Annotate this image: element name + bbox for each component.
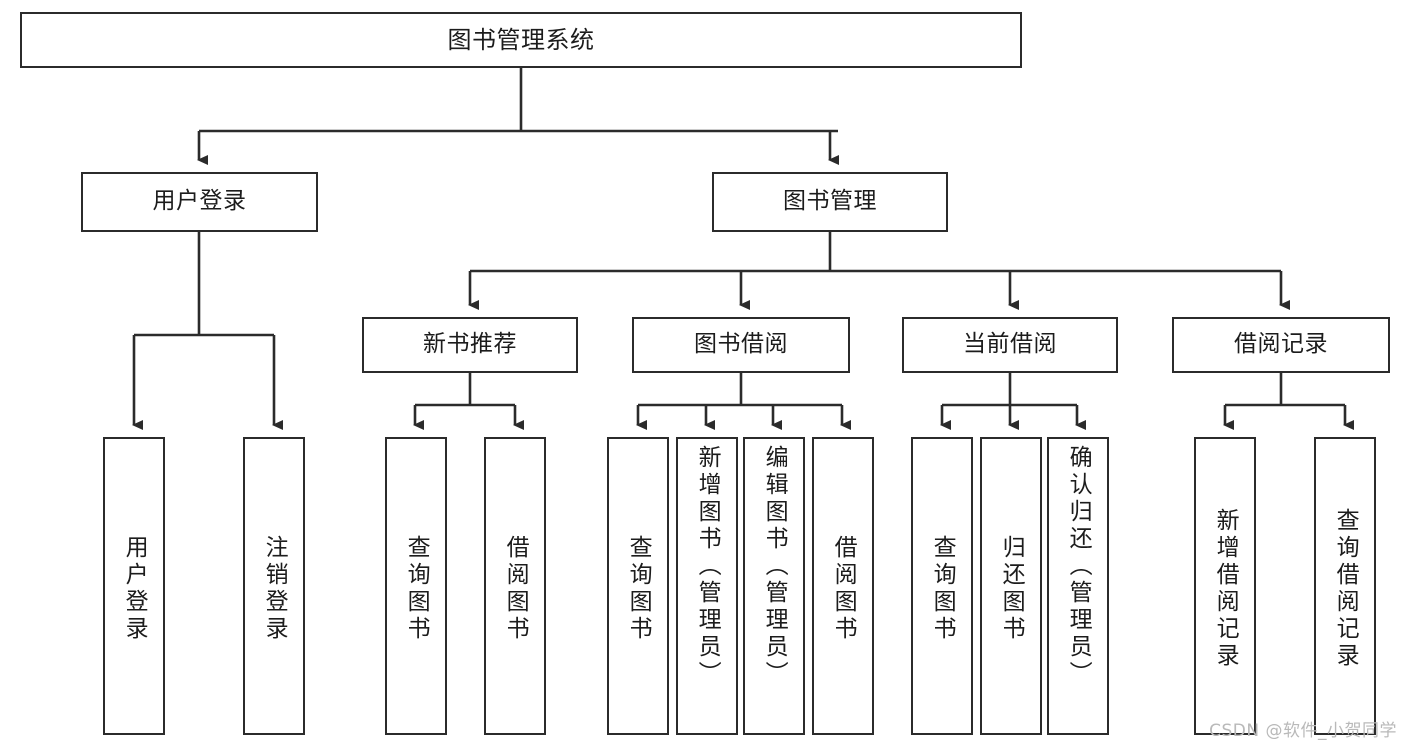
leaf-current-borrow-return[interactable]: 归还图书 xyxy=(980,437,1042,735)
node-label: 新增图书（管理员） xyxy=(694,445,721,688)
node-label: 查询图书 xyxy=(929,535,956,643)
node-borrow-record[interactable]: 借阅记录 xyxy=(1172,317,1390,373)
node-label: 查询借阅记录 xyxy=(1332,508,1359,670)
leaf-user-login-login[interactable]: 用户登录 xyxy=(103,437,165,735)
watermark: CSDN @软件_小贺同学 xyxy=(1209,721,1397,741)
leaf-borrow-record-add[interactable]: 新增借阅记录 xyxy=(1194,437,1256,735)
node-user-login[interactable]: 用户登录 xyxy=(81,172,318,232)
node-book-borrow[interactable]: 图书借阅 xyxy=(632,317,850,373)
leaf-current-borrow-query[interactable]: 查询图书 xyxy=(911,437,973,735)
node-label: 借阅图书 xyxy=(830,535,857,643)
node-label: 用户登录 xyxy=(152,188,247,215)
leaf-book-borrow-add[interactable]: 新增图书（管理员） xyxy=(676,437,738,735)
node-label: 查询图书 xyxy=(403,535,430,643)
node-label: 当前借阅 xyxy=(963,331,1057,358)
node-label: 借阅记录 xyxy=(1234,331,1328,358)
node-label: 用户登录 xyxy=(121,535,148,643)
leaf-book-borrow-edit[interactable]: 编辑图书（管理员） xyxy=(743,437,805,735)
node-current-borrow[interactable]: 当前借阅 xyxy=(902,317,1118,373)
node-label: 新增借阅记录 xyxy=(1212,508,1239,670)
node-label: 注销登录 xyxy=(261,535,288,643)
node-label: 编辑图书（管理员） xyxy=(761,445,788,688)
leaf-book-borrow-borrow[interactable]: 借阅图书 xyxy=(812,437,874,735)
node-new-book-recommend[interactable]: 新书推荐 xyxy=(362,317,578,373)
leaf-borrow-record-query[interactable]: 查询借阅记录 xyxy=(1314,437,1376,735)
leaf-new-book-borrow[interactable]: 借阅图书 xyxy=(484,437,546,735)
node-root-system[interactable]: 图书管理系统 xyxy=(20,12,1022,68)
leaf-current-borrow-confirm-return[interactable]: 确认归还（管理员） xyxy=(1047,437,1109,735)
node-label: 查询图书 xyxy=(625,535,652,643)
node-label: 新书推荐 xyxy=(423,331,517,358)
leaf-new-book-query[interactable]: 查询图书 xyxy=(385,437,447,735)
node-book-management[interactable]: 图书管理 xyxy=(712,172,948,232)
node-label: 图书管理 xyxy=(783,188,877,215)
node-label: 归还图书 xyxy=(998,535,1025,643)
node-label: 图书管理系统 xyxy=(447,25,595,54)
node-label: 图书借阅 xyxy=(694,331,788,358)
node-label: 确认归还（管理员） xyxy=(1065,445,1092,688)
leaf-user-login-logout[interactable]: 注销登录 xyxy=(243,437,305,735)
leaf-book-borrow-query[interactable]: 查询图书 xyxy=(607,437,669,735)
node-label: 借阅图书 xyxy=(502,535,529,643)
